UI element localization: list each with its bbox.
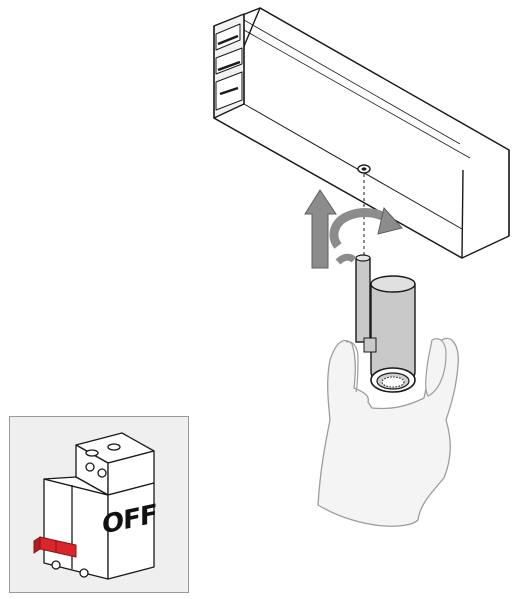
breaker-toggle	[33, 536, 77, 558]
circuit-breaker-panel: OFF	[9, 416, 189, 593]
spotlight-stem	[355, 257, 371, 343]
mounting-hole	[357, 164, 371, 174]
track-profile	[213, 7, 510, 259]
spotlight	[355, 254, 416, 393]
push-up-arrow-icon	[304, 189, 337, 269]
hand-outline	[317, 337, 459, 527]
rotate-arrow-icon	[329, 206, 403, 265]
hand-fingers	[425, 338, 447, 397]
circuit-breaker-drawing	[33, 432, 155, 580]
